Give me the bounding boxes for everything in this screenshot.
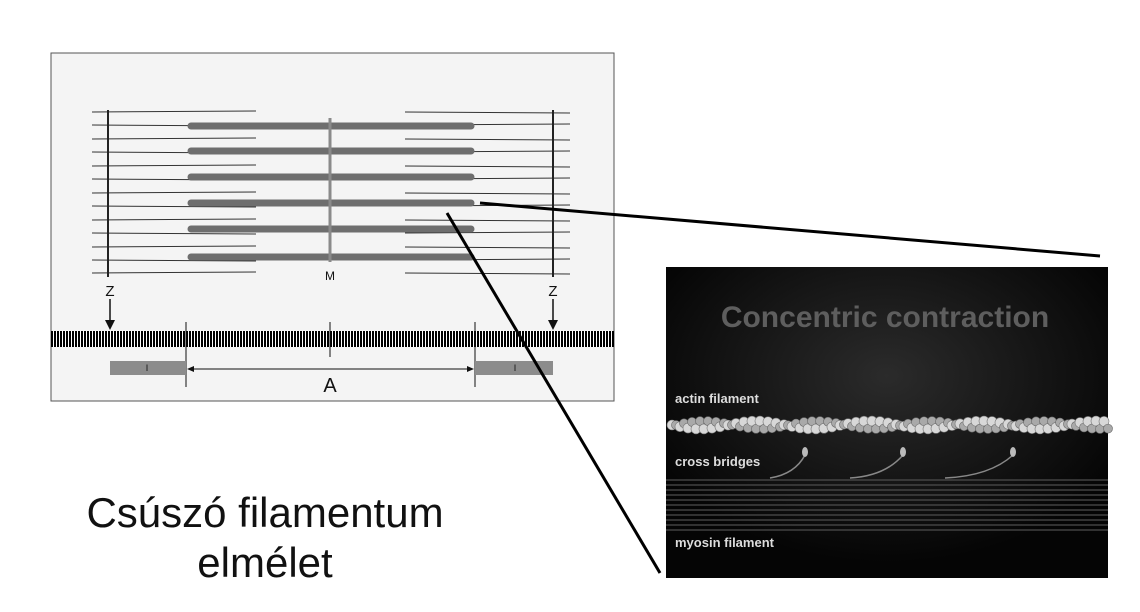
z-arrow-right <box>548 299 558 330</box>
actin-line-right <box>404 165 571 168</box>
actin-line-right <box>404 111 571 114</box>
m-label: M <box>325 269 335 283</box>
i-band-bar-left <box>110 361 186 375</box>
contraction-animation-panel: Concentric contraction actin filament cr… <box>666 267 1113 578</box>
z-label-right: Z <box>548 283 557 300</box>
zoom-line-lower <box>445 212 662 574</box>
z-label-left: Z <box>105 283 114 300</box>
actin-filament-label: actin filament <box>675 391 759 406</box>
cross-bridges-label: cross bridges <box>675 454 760 469</box>
myosin-filament-lines <box>666 479 1108 531</box>
actin-line-left <box>91 245 257 248</box>
actin-line-right <box>404 138 571 141</box>
sarcomere-diagram: Z M Z I I A <box>50 52 615 402</box>
i-band-bar-right <box>475 361 553 375</box>
zoom-line-upper <box>479 201 1101 258</box>
actin-line-right <box>404 246 571 249</box>
animation-title: Concentric contraction <box>721 301 1049 334</box>
figure-caption: Csúszó filamentum elmélet <box>40 488 490 588</box>
i-band-label-left: I <box>146 363 149 373</box>
a-band-label: A <box>323 375 337 397</box>
actin-line-left <box>91 191 257 194</box>
cross-bridges <box>769 447 1016 479</box>
z-arrow-left <box>105 299 115 330</box>
actin-line-right <box>404 272 571 275</box>
striated-band-stripes <box>51 331 614 347</box>
actin-line-right <box>404 231 571 234</box>
actin-line-left <box>91 271 257 274</box>
a-band-arrow <box>187 366 474 372</box>
actin-line-left <box>91 232 257 235</box>
caption-line-2: elmélet <box>197 539 333 586</box>
caption-line-1: Csúszó filamentum <box>86 489 444 536</box>
actin-line-left <box>91 164 257 167</box>
actin-line-left <box>91 259 257 262</box>
actin-bead <box>1103 423 1113 434</box>
myosin-filament-label: myosin filament <box>675 535 775 550</box>
actin-line-left <box>91 205 257 208</box>
actin-line-left <box>91 218 257 221</box>
actin-line-right <box>404 192 571 195</box>
actin-filament-beads <box>666 415 1113 435</box>
actin-line-left <box>91 137 257 140</box>
actin-line-right <box>404 219 571 222</box>
actin-line-left <box>91 110 257 113</box>
i-band-label-right: I <box>514 363 517 373</box>
